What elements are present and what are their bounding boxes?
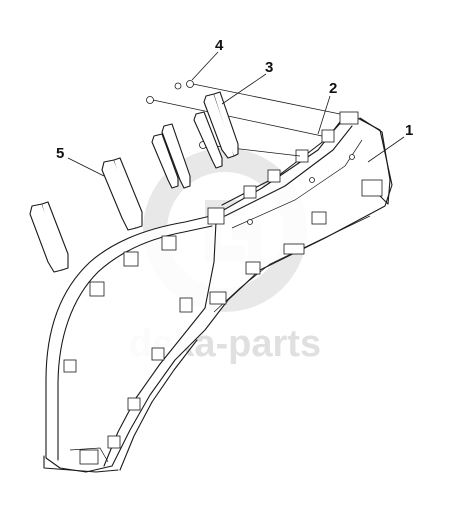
mounting-clips <box>63 111 383 449</box>
clip <box>311 211 327 225</box>
callout-1: 1 <box>405 122 413 139</box>
callout-leaders <box>67 51 405 177</box>
callout-4: 4 <box>215 37 224 54</box>
callout-5: 5 <box>56 145 64 162</box>
callout-3: 3 <box>265 59 273 76</box>
clip <box>107 435 121 449</box>
clip <box>267 169 281 183</box>
nut <box>146 96 154 104</box>
clip <box>63 359 77 373</box>
nut <box>186 80 194 88</box>
clip <box>127 397 141 411</box>
clip <box>151 347 165 361</box>
clip <box>89 281 105 297</box>
clip <box>179 297 193 313</box>
clip <box>361 179 383 197</box>
brackets-lower <box>29 157 143 273</box>
brackets-upper <box>151 91 239 189</box>
nut <box>174 82 182 90</box>
clip <box>295 149 309 163</box>
clip <box>321 129 335 143</box>
clip <box>339 111 359 125</box>
clip <box>161 235 177 251</box>
clip <box>283 243 305 255</box>
clip <box>207 207 225 225</box>
clip <box>209 291 227 305</box>
callout-2: 2 <box>329 80 337 97</box>
clip <box>245 261 261 275</box>
clip <box>243 185 257 199</box>
clip <box>123 251 139 267</box>
